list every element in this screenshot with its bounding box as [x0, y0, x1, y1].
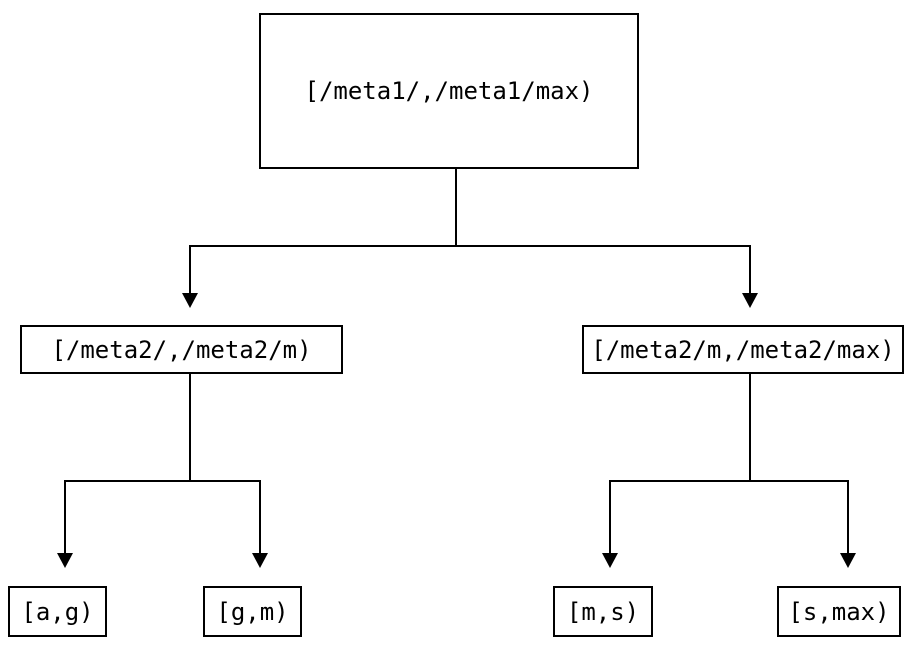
edge-arrowhead-icon	[57, 553, 73, 568]
edge-arrowhead-icon	[742, 293, 758, 308]
edge-arrowhead-icon	[840, 553, 856, 568]
node-root-label: [/meta1/,/meta1/max)	[304, 77, 594, 105]
node-leaf-ag: [a,g)	[8, 586, 107, 637]
node-left-mid-label: [/meta2/,/meta2/m)	[51, 335, 312, 364]
node-left-mid: [/meta2/,/meta2/m)	[20, 325, 343, 374]
edge-arrowhead-icon	[252, 553, 268, 568]
node-root: [/meta1/,/meta1/max)	[259, 13, 639, 169]
node-leaf-gm-label: [g,m)	[216, 597, 289, 626]
node-right-mid-label: [/meta2/m,/meta2/max)	[591, 335, 895, 364]
node-leaf-ag-label: [a,g)	[21, 597, 94, 626]
edge-arrowhead-icon	[182, 293, 198, 308]
node-leaf-ms: [m,s)	[553, 586, 653, 637]
node-leaf-smax-label: [s,max)	[788, 597, 890, 626]
node-right-mid: [/meta2/m,/meta2/max)	[582, 325, 904, 374]
node-leaf-gm: [g,m)	[203, 586, 302, 637]
node-leaf-smax: [s,max)	[777, 586, 901, 637]
edge-arrowhead-icon	[602, 553, 618, 568]
node-leaf-ms-label: [m,s)	[566, 597, 640, 626]
